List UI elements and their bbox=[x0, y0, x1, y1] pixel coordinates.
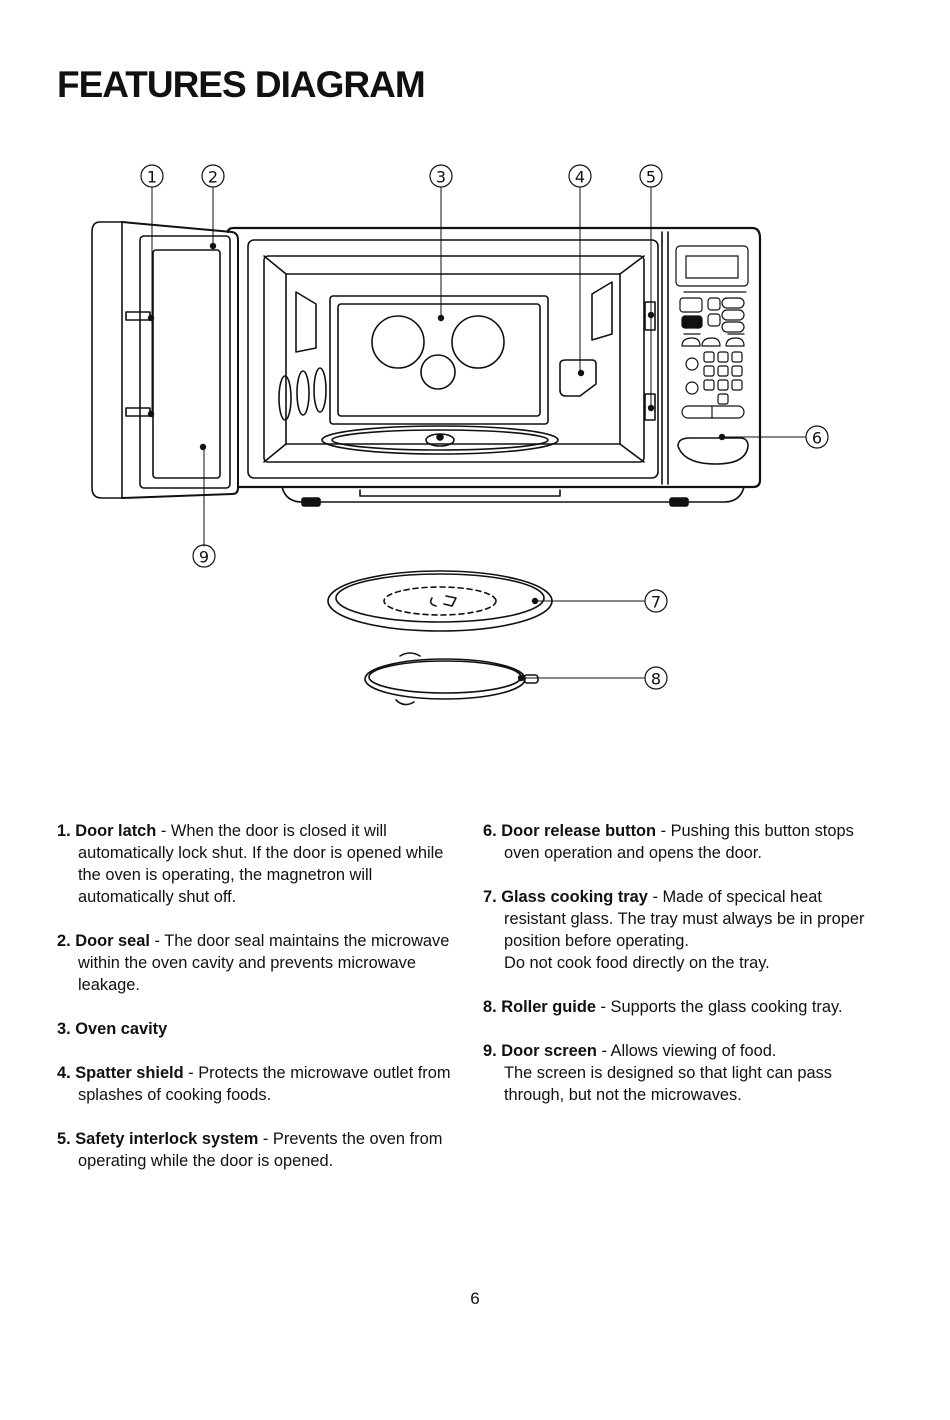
feature-item: 3. Oven cavity bbox=[57, 1020, 168, 1038]
feature-item: 5. Safety interlock system - Prevents th… bbox=[57, 1130, 443, 1170]
feature-extra-note: Do not cook food directly on the tray. bbox=[504, 954, 770, 972]
features-list-right: 6. Door release button - Pushing this bu… bbox=[483, 820, 883, 1128]
page-title: FEATURES DIAGRAM bbox=[57, 64, 426, 105]
oven-door bbox=[91, 221, 239, 499]
oven-cabinet bbox=[226, 226, 762, 507]
feature-description: - The door seal maintains the microwave … bbox=[78, 932, 450, 994]
feature-description: - Made of specical heat resistant glass.… bbox=[504, 888, 865, 950]
feature-name: Safety interlock system bbox=[75, 1130, 259, 1148]
feature-description: - When the door is closed it will automa… bbox=[78, 822, 444, 906]
callout-5 bbox=[639, 164, 663, 188]
callout-7 bbox=[644, 589, 668, 613]
feature-name: Spatter shield bbox=[75, 1064, 184, 1082]
callout-label: 2 bbox=[208, 168, 218, 187]
callout-8 bbox=[644, 666, 668, 690]
roller-guide bbox=[364, 652, 539, 706]
glass-tray bbox=[327, 570, 553, 632]
feature-extra-note: The screen is designed so that light can… bbox=[504, 1064, 833, 1104]
feature-name: Roller guide bbox=[501, 998, 596, 1016]
feature-description: - Protects the microwave outlet from spl… bbox=[78, 1064, 451, 1104]
feature-name: Oven cavity bbox=[75, 1020, 168, 1038]
callout-label: 5 bbox=[646, 168, 656, 187]
feature-item: 8. Roller guide - Supports the glass coo… bbox=[483, 998, 843, 1016]
callout-label: 6 bbox=[812, 429, 822, 448]
feature-item: 9. Door screen - Allows viewing of food.… bbox=[483, 1040, 883, 1106]
feature-description: - Supports the glass cooking tray. bbox=[595, 998, 843, 1016]
feature-item: 4. Spatter shield - Protects the microwa… bbox=[57, 1064, 451, 1104]
callout-6 bbox=[805, 425, 829, 449]
callout-4 bbox=[568, 164, 592, 188]
callout-label: 8 bbox=[651, 670, 661, 689]
features-list-left: 1. Door latch - When the door is closed … bbox=[57, 820, 452, 1194]
feature-description: - Prevents the oven from operating while… bbox=[78, 1130, 443, 1170]
callout-3 bbox=[429, 164, 453, 188]
feature-name: Door latch bbox=[75, 822, 157, 840]
feature-name: Glass cooking tray bbox=[501, 888, 648, 906]
callout-1 bbox=[140, 164, 164, 188]
page-number: 6 bbox=[470, 1289, 480, 1308]
callout-label: 4 bbox=[575, 168, 585, 187]
feature-item: 7. Glass cooking tray - Made of specical… bbox=[483, 886, 883, 974]
control-panel bbox=[675, 245, 749, 465]
callout-label: 1 bbox=[147, 168, 157, 187]
callout-label: 9 bbox=[199, 548, 209, 567]
feature-description: - Pushing this button stops oven operati… bbox=[504, 822, 854, 862]
microwave-features-diagram: 1 2 3 4 5 6 7 8 9 bbox=[91, 164, 829, 706]
callout-9 bbox=[192, 544, 216, 568]
feature-name: Door screen bbox=[501, 1042, 597, 1060]
feature-item: 2. Door seal - The door seal maintains t… bbox=[57, 932, 450, 994]
feature-name: Door seal bbox=[75, 932, 150, 950]
callout-2 bbox=[201, 164, 225, 188]
feature-description: - Allows viewing of food. bbox=[596, 1042, 777, 1060]
feature-name: Door release button bbox=[501, 822, 657, 840]
feature-item: 6. Door release button - Pushing this bu… bbox=[483, 822, 854, 862]
feature-item: 1. Door latch - When the door is closed … bbox=[57, 822, 444, 906]
callout-label: 7 bbox=[651, 593, 661, 612]
callout-label: 3 bbox=[436, 168, 446, 187]
